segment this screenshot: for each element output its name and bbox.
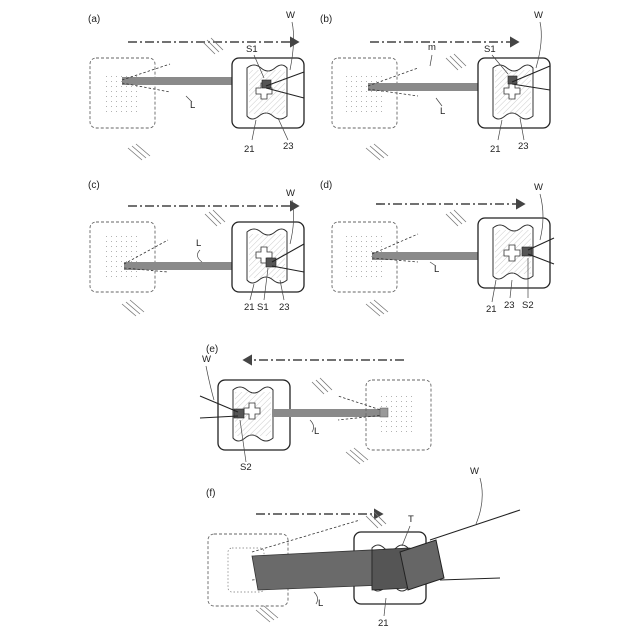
ghost-spot (380, 408, 388, 417)
panel-b: (b) m L S1 W 21 23 (320, 10, 550, 160)
spot-label: S2 (240, 462, 252, 473)
hatch-mark (128, 144, 150, 160)
extra-label: m (428, 42, 436, 53)
beam-label: L (318, 598, 323, 609)
part-label: 23 (279, 302, 290, 313)
panel-d: (d) L W 21 23 S2 (320, 180, 554, 316)
wire-leader (206, 366, 214, 400)
laser-beam (368, 83, 488, 91)
beam-leader (197, 250, 202, 262)
panel-d-label: (d) (320, 180, 332, 191)
panel-c: (c) L W 21 S1 23 (88, 180, 304, 316)
hatch-mark (446, 210, 466, 226)
hatch-mark (446, 54, 466, 70)
wire-w (430, 510, 520, 580)
panel-e: (e) W S2 L (200, 344, 431, 473)
hatch-mark (366, 300, 388, 316)
ghost-plate (104, 236, 140, 278)
hatch-mark (366, 512, 386, 528)
beam-label: L (314, 426, 319, 437)
wire-label: W (470, 466, 479, 477)
plate-label: 21 (244, 302, 255, 313)
hatch-mark (366, 144, 388, 160)
wire-leader (476, 478, 482, 524)
panel-f: (f) W T L 21 (206, 466, 520, 629)
panel-a-label: (a) (88, 14, 100, 25)
extra-label: T (408, 514, 414, 525)
plate-label: 21 (378, 618, 389, 629)
hatch-mark (256, 606, 278, 622)
beam-leader (186, 96, 192, 102)
laser-beam (122, 77, 245, 85)
panel-b-label: (b) (320, 14, 332, 25)
laser-beam (272, 409, 384, 417)
wire-label: W (286, 188, 295, 199)
wire-label: W (534, 182, 543, 193)
wire-label: W (202, 354, 211, 365)
panel-a: (a) L S1 W 21 23 (88, 10, 304, 160)
part-label: 23 (504, 300, 515, 311)
hatch-mark (203, 38, 223, 54)
wire-label: W (286, 10, 295, 21)
plate-label: 21 (490, 144, 501, 155)
spot-label: S1 (484, 44, 496, 55)
extra-leader (430, 55, 432, 66)
panel-f-label: (f) (206, 488, 215, 499)
beam-leader (436, 98, 442, 106)
beam-label: L (440, 106, 445, 117)
panel-c-label: (c) (88, 180, 100, 191)
plate-label: 21 (244, 144, 255, 155)
plate-label: 21 (486, 304, 497, 315)
spot-s1 (266, 258, 276, 267)
spot-label: S1 (257, 302, 269, 313)
spot-label: S2 (522, 300, 534, 311)
beam-label: L (190, 100, 195, 111)
beam-label: L (434, 264, 439, 275)
hatch-mark (346, 448, 368, 464)
wire-label: W (534, 10, 543, 21)
part-label: 23 (518, 141, 529, 152)
hatch-mark (122, 300, 144, 316)
spot-s1 (262, 80, 271, 88)
hatch-mark (205, 210, 225, 226)
ghost-plate (346, 72, 382, 114)
beam-label: L (196, 238, 201, 249)
part-label: 23 (283, 141, 294, 152)
hatch-mark (312, 378, 332, 394)
spot-label: S1 (246, 44, 258, 55)
